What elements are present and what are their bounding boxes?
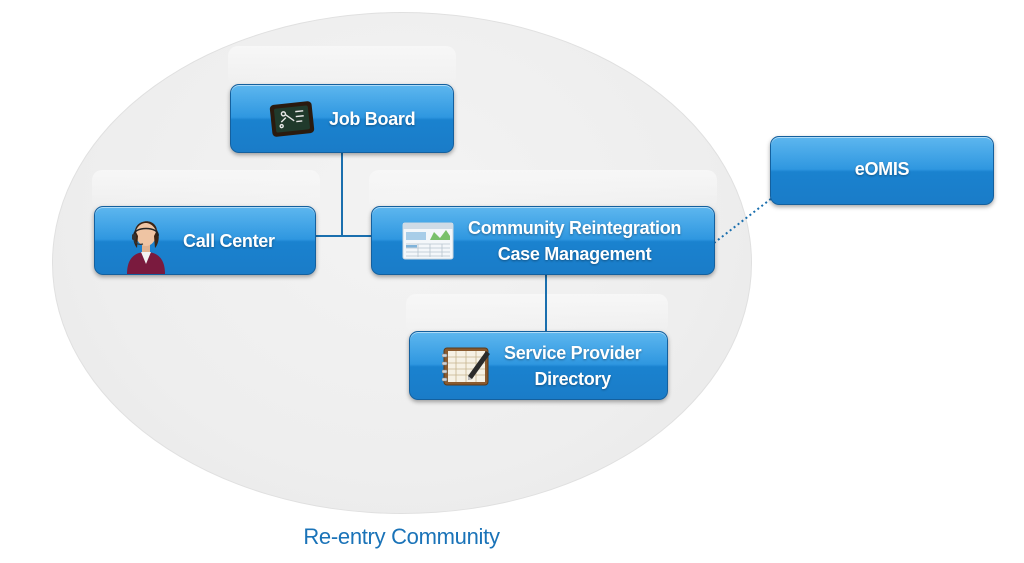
spreadsheet-window-icon [402, 222, 454, 260]
call-center-label: Call Center [183, 230, 275, 251]
chalkboard-icon [269, 99, 315, 139]
node-reflection [92, 170, 320, 210]
node-reflection [369, 170, 717, 210]
case-management-node[interactable]: Community Reintegration Case Management [371, 206, 715, 275]
node-reflection [406, 294, 668, 334]
job-board-node[interactable]: Job Board [230, 84, 454, 153]
re-entry-community-caption: Re-entry Community [303, 524, 500, 549]
service-provider-directory-label: Service Provider Directory [504, 340, 642, 392]
job-board-label: Job Board [329, 108, 416, 129]
service-provider-label-line1: Service Provider [504, 342, 642, 363]
node-reflection [228, 46, 456, 86]
call-center-node[interactable]: Call Center [94, 206, 316, 275]
case-management-label-line2: Case Management [497, 243, 652, 264]
service-provider-label-line2: Directory [534, 368, 611, 389]
eomis-label: eOMIS [854, 158, 910, 179]
address-book-icon [441, 345, 492, 387]
service-provider-directory-node[interactable]: Service Provider Directory [409, 331, 668, 400]
operator-avatar-icon [121, 208, 171, 274]
case-management-label: Community Reintegration Case Management [468, 215, 681, 267]
connector-casemanagement-to-eomis [713, 197, 773, 244]
case-management-label-line1: Community Reintegration [468, 217, 682, 238]
eomis-node[interactable]: eOMIS [770, 136, 994, 205]
